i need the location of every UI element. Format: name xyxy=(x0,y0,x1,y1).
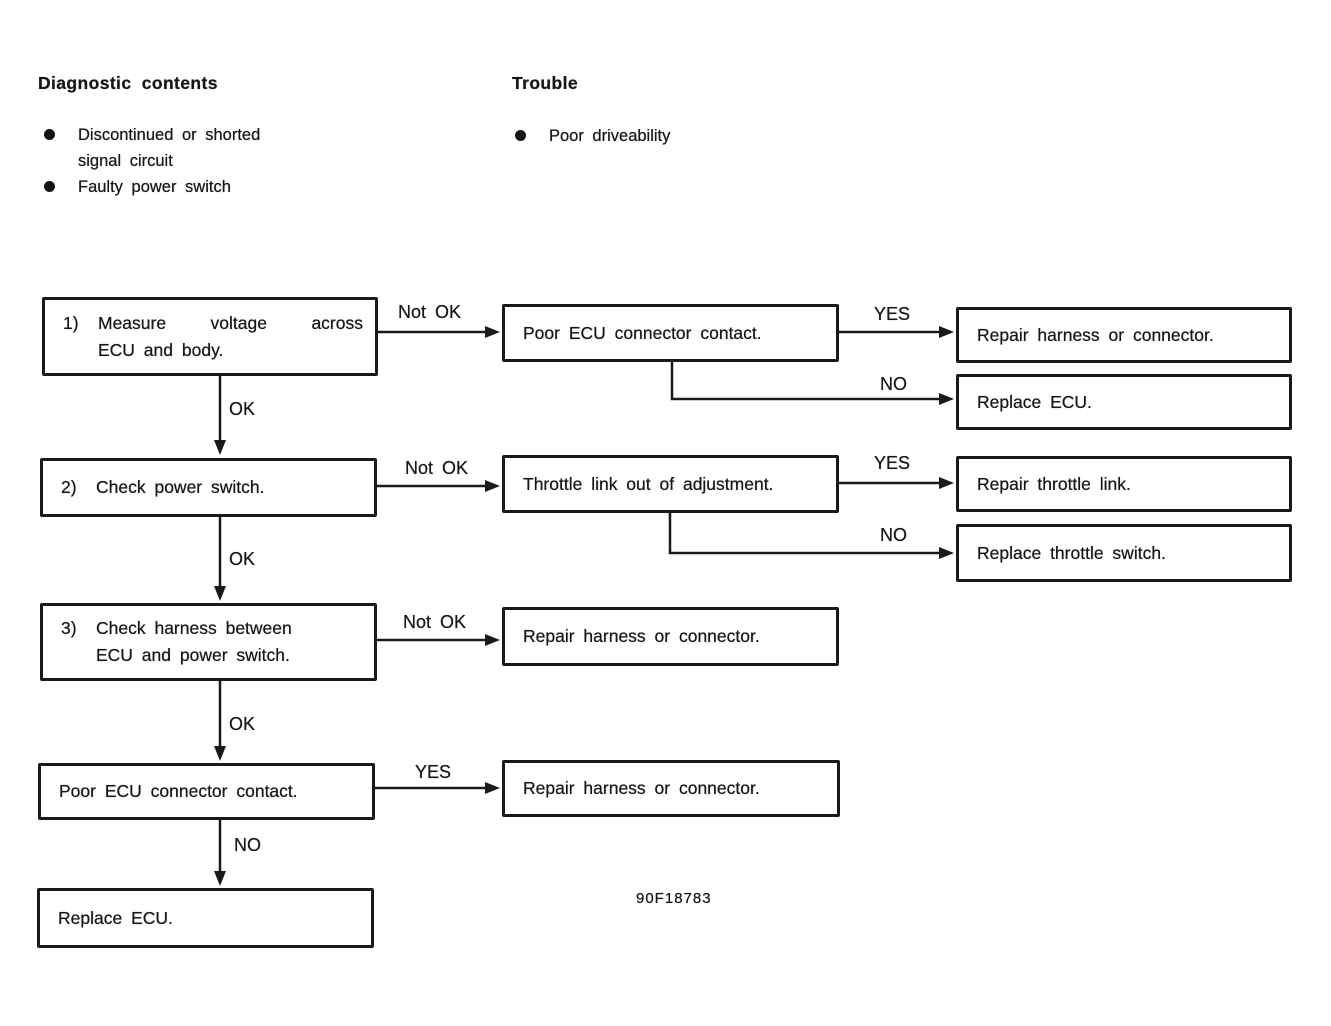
connector-line xyxy=(670,362,941,401)
replace-ecu-box-2: Replace ECU. xyxy=(37,888,374,948)
edge-no-1-label: NO xyxy=(880,374,907,394)
arrowhead-icon xyxy=(214,586,226,601)
bullet-icon xyxy=(515,130,526,141)
arrowhead-icon xyxy=(939,326,954,338)
bullet-item-line: signal circuit xyxy=(78,152,173,170)
bullet-item: Discontinued or shorted signal circuit xyxy=(38,122,260,174)
bullet-item-line: Discontinued or shorted xyxy=(78,126,261,144)
edge-yes-2-label: YES xyxy=(874,453,911,473)
node-text-line: Measure voltage across xyxy=(98,312,363,333)
arrowhead-icon xyxy=(485,634,500,646)
repair-harness-or-connector-box-3: Repair harness or connector. xyxy=(502,760,840,817)
bullet-item-line: Faulty power switch xyxy=(78,178,231,196)
replace-throttle-switch-box: Replace throttle switch. xyxy=(956,524,1292,582)
replace-ecu-box-1: Replace ECU. xyxy=(956,374,1292,430)
arrowhead-icon xyxy=(485,326,500,338)
node-text-line: Replace throttle switch. xyxy=(977,542,1166,563)
edge-notok-1-label: Not OK xyxy=(398,302,462,322)
bullet-item-text: Poor driveability xyxy=(549,123,670,149)
bullet-item: Faulty power switch xyxy=(38,174,260,200)
throttle-link-out-of-adjustment-box: Throttle link out of adjustment. xyxy=(502,455,839,513)
step-number: 3) xyxy=(61,618,77,638)
figure-code: 90F18783 xyxy=(636,890,712,907)
arrowhead-icon xyxy=(214,440,226,455)
node-text-line: Repair harness or connector. xyxy=(523,778,760,798)
repair-harness-or-connector-box-1: Repair harness or connector. xyxy=(956,307,1292,363)
step2-check-power-switch-box: 2) Check power switch. xyxy=(40,458,377,517)
repair-throttle-link-box: Repair throttle link. xyxy=(956,456,1292,512)
arrowhead-icon xyxy=(214,871,226,886)
edge-yes-3-label: YES xyxy=(415,762,452,782)
node-text-line: Repair harness or connector. xyxy=(523,626,760,646)
arrowhead-icon xyxy=(485,782,500,794)
step-number: 2) xyxy=(61,477,77,497)
bullet-icon xyxy=(44,181,55,192)
diagnostic-contents-title: Diagnostic contents xyxy=(38,73,218,93)
arrowhead-icon xyxy=(939,547,954,559)
poor-ecu-connector-contact-box-2: Poor ECU connector contact. xyxy=(38,763,375,820)
edge-ok-2-label: OK xyxy=(229,549,256,569)
node-text-line: Repair throttle link. xyxy=(977,473,1131,494)
node-text-line: Poor ECU connector contact. xyxy=(59,781,298,801)
arrowhead-icon xyxy=(214,746,226,761)
edge-ok-3-label: OK xyxy=(229,714,256,734)
edge-notok-2-label: Not OK xyxy=(405,458,469,478)
bullet-item-line: Poor driveability xyxy=(549,127,671,145)
node-text-line: Repair harness or connector. xyxy=(977,324,1214,345)
node-text-line: Throttle link out of adjustment. xyxy=(523,473,774,494)
arrowhead-icon xyxy=(485,480,500,492)
arrowhead-icon xyxy=(939,393,954,405)
arrowhead-icon xyxy=(939,477,954,489)
trouble-list: Poor driveability xyxy=(509,123,670,149)
trouble-title: Trouble xyxy=(512,73,578,93)
edge-yes-1-label: YES xyxy=(874,304,911,324)
poor-ecu-connector-contact-box-1: Poor ECU connector contact. xyxy=(502,304,839,362)
edge-notok-3-label: Not OK xyxy=(403,612,467,632)
edge-no-3-label: NO xyxy=(234,835,261,855)
bullet-item-text: Faulty power switch xyxy=(78,174,231,200)
node-text-line: Check harness between xyxy=(96,618,292,638)
edge-no-2-label: NO xyxy=(880,525,907,545)
step-number: 1) xyxy=(63,312,79,333)
node-text-line: Replace ECU. xyxy=(58,907,173,928)
bullet-item-text: Discontinued or shorted signal circuit xyxy=(78,122,260,174)
node-text-line: Poor ECU connector contact. xyxy=(523,322,762,343)
node-text-line: ECU and body. xyxy=(98,339,224,360)
edge-ok-1-label: OK xyxy=(229,399,256,419)
connector-line xyxy=(668,513,941,555)
bullet-icon xyxy=(44,129,55,140)
repair-harness-or-connector-box-2: Repair harness or connector. xyxy=(502,607,839,666)
node-text-line: ECU and power switch. xyxy=(96,645,290,665)
node-text-line: Replace ECU. xyxy=(977,391,1092,412)
bullet-item: Poor driveability xyxy=(509,123,670,149)
node-text-line: Check power switch. xyxy=(96,477,265,497)
